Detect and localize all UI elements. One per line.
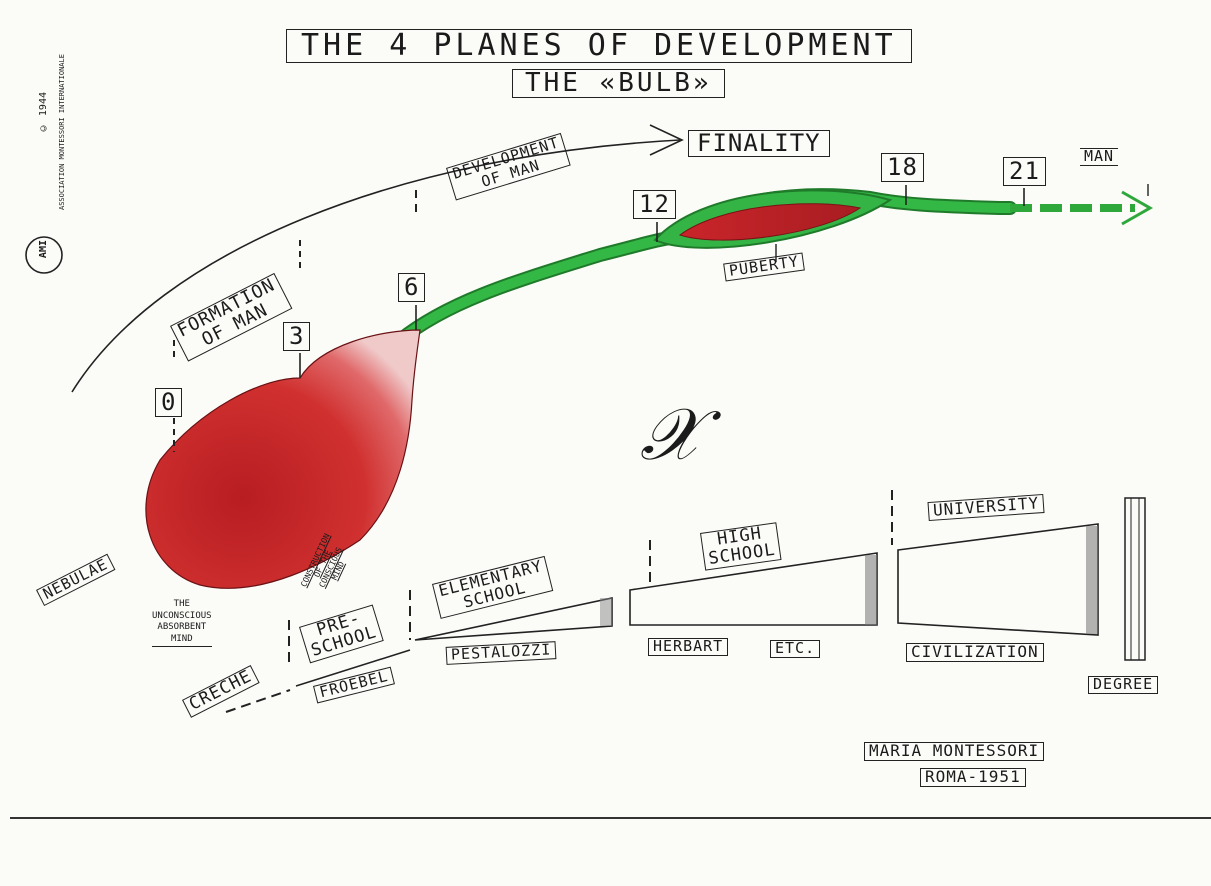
page-subtitle: THE «BULB» <box>512 69 725 99</box>
author-label: MARIA MONTESSORI <box>864 742 1045 761</box>
age-6: 6 <box>398 273 426 303</box>
x-symbol: 𝒳 <box>640 392 702 476</box>
margin-text: ASSOCIATION MONTESSORI INTERNATIONALE <box>58 54 66 210</box>
etc-label: ETC. <box>770 640 821 658</box>
ami-logo-text: AMI <box>38 240 49 259</box>
page-title: THE 4 PLANES OF DEVELOPMENT <box>286 29 912 63</box>
continuation-arrowhead <box>1121 190 1154 226</box>
bulb <box>145 329 421 589</box>
degree-label: DEGREE <box>1088 676 1159 694</box>
highschool-block <box>629 552 878 626</box>
civilization-label: CIVILIZATION <box>906 643 1044 662</box>
finality-label: FINALITY <box>688 130 830 158</box>
age-18: 18 <box>881 153 924 183</box>
place-date-label: ROMA-1951 <box>920 768 1026 787</box>
age-3: 3 <box>283 322 311 352</box>
herbart-label: HERBART <box>648 638 729 656</box>
age-0: 0 <box>155 388 183 418</box>
man-label: MAN <box>1080 148 1119 166</box>
finality-arc <box>71 139 681 393</box>
age-12: 12 <box>633 190 676 220</box>
university-block <box>897 523 1099 636</box>
puberty-core <box>678 203 862 241</box>
ami-logo <box>25 236 63 274</box>
age-21: 21 <box>1003 157 1046 187</box>
copyright: © 1944 <box>38 92 49 134</box>
finality-arrowhead <box>649 124 684 156</box>
degree-column <box>1124 497 1146 661</box>
